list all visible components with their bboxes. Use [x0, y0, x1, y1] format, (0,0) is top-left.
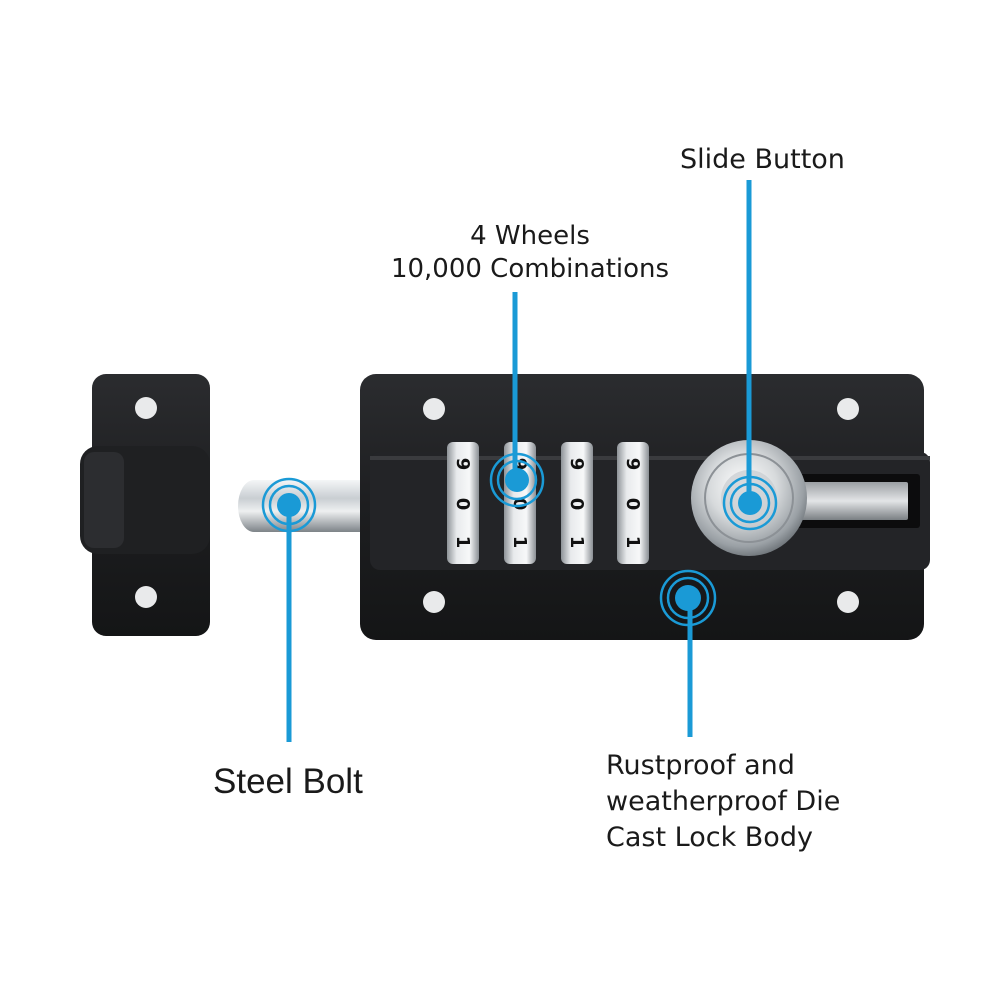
wheels-callout: 4 Wheels 10,000 Combinations	[380, 220, 680, 285]
slide-button-target-marker	[722, 475, 778, 531]
wheel-2-digit-mid: 0	[509, 498, 530, 511]
wheel-1-digit-bottom: 1	[452, 536, 473, 549]
wheels-callout-line1: 4 Wheels	[470, 221, 590, 251]
keeper-screw-hole-top	[135, 397, 157, 419]
wheel-4-digit-top: 9	[622, 458, 643, 471]
wheel-3-digit-top: 9	[566, 458, 587, 471]
wheel-3-digit-bottom: 1	[566, 536, 587, 549]
wheel-3-digit-mid: 0	[566, 498, 587, 511]
body-screw-hole-br	[837, 591, 859, 613]
wheel-4-digit-bottom: 1	[622, 536, 643, 549]
body-screw-hole-bl	[423, 591, 445, 613]
lock-body-callout-line2: weatherproof Die	[606, 786, 841, 817]
wheel-1-digit-mid: 0	[452, 498, 473, 511]
combination-wheel-4: 9 0 1	[617, 442, 649, 564]
keeper-screw-hole-bottom	[135, 586, 157, 608]
wheels-callout-line2: 10,000 Combinations	[390, 253, 670, 284]
lock-body-target-marker	[659, 569, 717, 627]
wheel-4-digit-mid: 0	[622, 498, 643, 511]
lock-body-callout-line1: Rustproof and	[606, 750, 795, 781]
slide-button-callout: Slide Button	[680, 144, 845, 175]
steel-bolt	[238, 480, 372, 532]
steel-bolt-callout: Steel Bolt	[213, 762, 363, 801]
body-screw-hole-tr	[837, 398, 859, 420]
wheel-2-digit-bottom: 1	[509, 536, 530, 549]
wheels-target-marker	[489, 452, 545, 508]
steel-bolt-target-marker	[261, 477, 317, 533]
wheel-1-digit-top: 9	[452, 458, 473, 471]
lock-body-callout: Rustproof and weatherproof Die Cast Lock…	[606, 748, 936, 856]
combination-wheel-3: 9 0 1	[561, 442, 593, 564]
body-screw-hole-tl	[423, 398, 445, 420]
callout-lines	[286, 180, 752, 742]
lock-body-callout-line3: Cast Lock Body	[606, 822, 813, 853]
combination-wheel-1: 9 0 1	[447, 442, 479, 564]
bolt-keeper	[80, 374, 210, 636]
